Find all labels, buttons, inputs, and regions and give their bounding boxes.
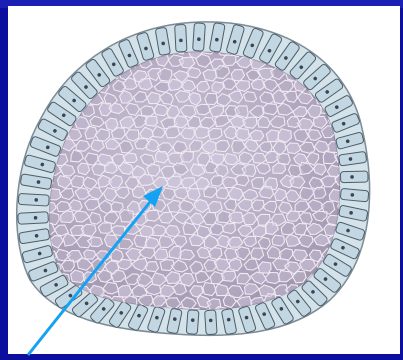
inner-cell xyxy=(222,271,236,281)
inner-cell xyxy=(188,68,201,78)
outer-cell xyxy=(340,188,369,202)
inner-cell xyxy=(141,106,155,117)
outer-cell xyxy=(175,24,187,52)
inner-cell xyxy=(155,152,168,163)
inner-cell xyxy=(251,178,264,190)
inner-cell xyxy=(180,250,194,260)
inner-cell xyxy=(134,235,147,248)
inner-cell xyxy=(295,201,309,211)
outer-cell xyxy=(205,310,217,335)
inner-cell xyxy=(84,250,96,259)
inner-cell xyxy=(236,175,249,186)
inner-cell xyxy=(244,92,257,102)
inner-cell xyxy=(126,130,139,141)
inner-cell xyxy=(165,127,179,138)
outer-cell xyxy=(18,212,49,224)
inner-cell xyxy=(272,235,284,246)
outer-cell xyxy=(18,193,49,206)
inner-cell xyxy=(147,164,160,176)
inner-cell xyxy=(89,212,101,224)
outer-cell xyxy=(193,23,206,51)
inner-cell xyxy=(78,163,90,175)
inner-cell xyxy=(313,187,326,198)
inner-cell xyxy=(196,104,211,114)
inner-cell xyxy=(215,284,228,296)
inner-cell xyxy=(120,210,134,223)
inner-cell xyxy=(223,224,236,234)
inner-cell xyxy=(222,55,236,66)
outer-cell xyxy=(340,171,368,183)
inner-cell xyxy=(205,93,218,104)
inner-cell xyxy=(278,129,291,143)
inner-cell xyxy=(235,129,249,141)
inner-cell xyxy=(145,262,158,272)
inner-cell xyxy=(203,283,216,296)
inner-cell xyxy=(243,117,257,128)
outer-cell xyxy=(186,310,199,335)
inner-cell xyxy=(145,210,160,221)
